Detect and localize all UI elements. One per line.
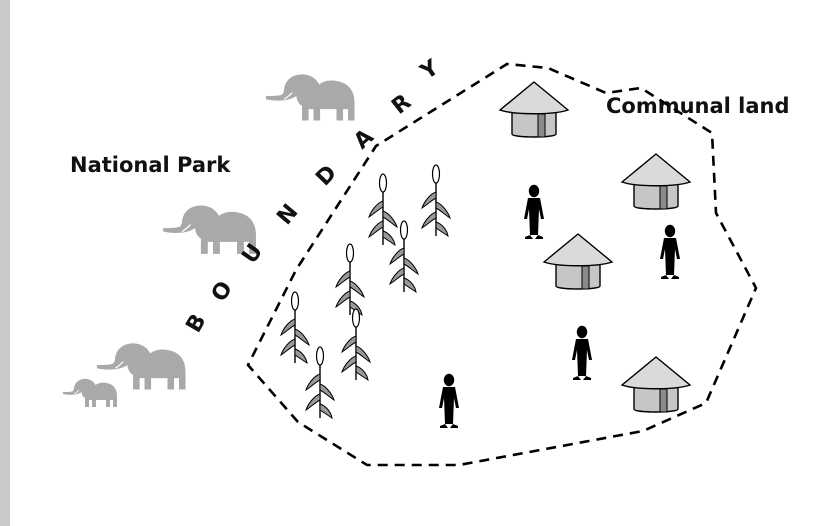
elephant-icon: [265, 73, 356, 122]
elephant-icon: [96, 342, 187, 391]
maize-plant-icon: [341, 308, 371, 381]
person-icon: [439, 373, 459, 428]
maize-plant-icon: [335, 243, 365, 316]
maize-plant-icon: [305, 346, 335, 419]
boundary-letter-n: N: [272, 200, 303, 230]
boundary-letter-b: B: [182, 310, 212, 337]
hut-icon: [621, 153, 691, 210]
maize-plant-icon: [280, 291, 310, 364]
communal-land-label: Communal land: [606, 94, 790, 118]
boundary-letter-d: D: [311, 161, 342, 192]
person-icon: [524, 184, 544, 239]
elephant-icon: [62, 378, 118, 408]
maize-plant-icon: [421, 164, 451, 237]
boundary-letter-r: R: [387, 90, 416, 120]
boundary-letter-o: O: [207, 277, 238, 306]
national-park-label: National Park: [70, 153, 231, 177]
hut-icon: [621, 356, 691, 413]
boundary-line: [246, 62, 758, 467]
person-icon: [660, 224, 680, 279]
maize-plant-icon: [389, 220, 419, 293]
left-margin-bar: [0, 0, 10, 526]
person-icon: [572, 325, 592, 380]
hut-icon: [543, 233, 613, 290]
hut-icon: [499, 81, 569, 138]
maize-plant-icon: [368, 173, 398, 246]
boundary-letter-y: Y: [416, 55, 445, 86]
